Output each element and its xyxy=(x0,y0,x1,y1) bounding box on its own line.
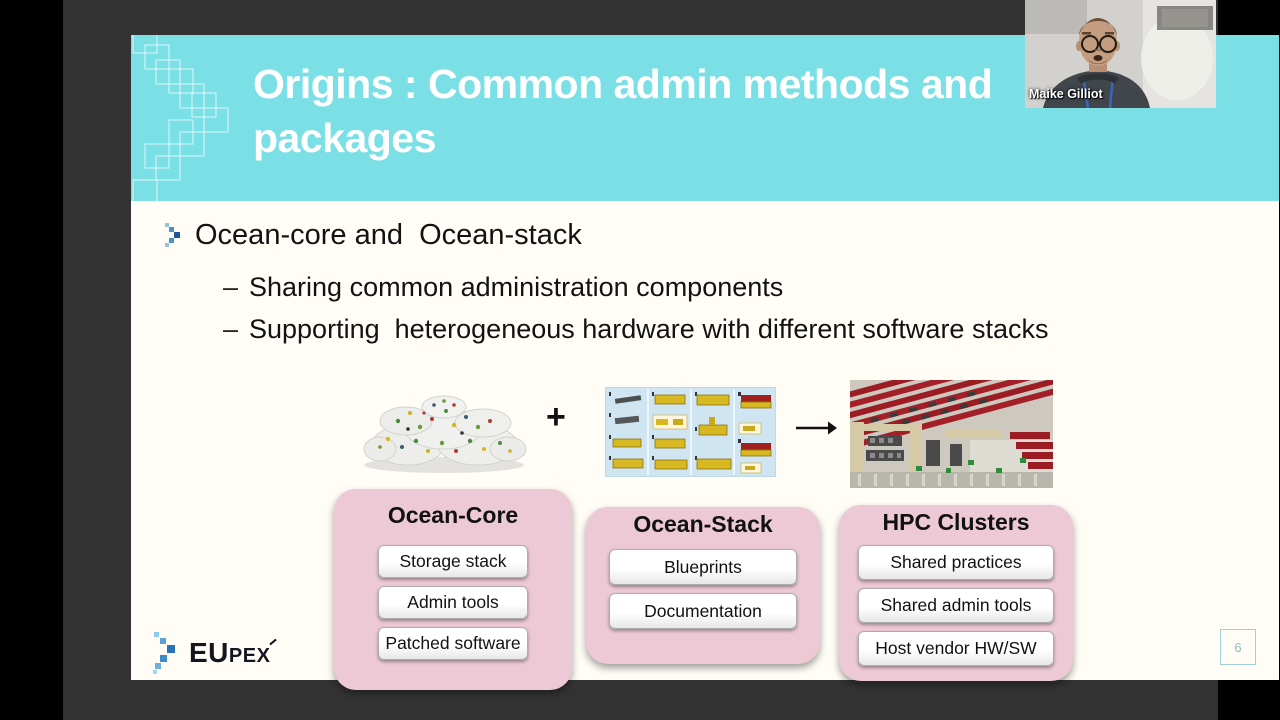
page-number: 6 xyxy=(1234,639,1242,655)
sub-bullet-text: Sharing common administration components xyxy=(249,272,784,302)
diagram-box-ocean-core: Ocean-Core Storage stack Admin tools Pat… xyxy=(334,489,572,690)
staircase-squares-decoration-icon xyxy=(132,35,229,201)
chip-storage-stack: Storage stack xyxy=(378,545,528,578)
participant-name-label: Maike Gilliot xyxy=(1029,87,1103,101)
logo-tick-mark xyxy=(269,638,278,646)
webcam-speaker-video xyxy=(1025,0,1216,108)
screenshare-video-area: Origins : Common admin methods and packa… xyxy=(63,0,1279,720)
chip-patched-software: Patched software xyxy=(378,627,528,660)
box-title: Ocean-Stack xyxy=(633,511,773,537)
bullet-line: Ocean-core and Ocean-stack xyxy=(165,219,582,252)
dash-marker: – xyxy=(223,272,239,302)
chip-blueprints: Blueprints xyxy=(609,549,797,585)
chip-documentation: Documentation xyxy=(609,593,797,629)
box-title: Ocean-Core xyxy=(387,502,519,528)
sub-bullet-text: Supporting heterogeneous hardware with d… xyxy=(249,314,1049,344)
chip-shared-practices: Shared practices xyxy=(858,545,1054,580)
logo-eu-text: EU xyxy=(189,637,229,668)
chip-shared-admin-tools: Shared admin tools xyxy=(858,588,1054,623)
chip-host-vendor-hwsw: Host vendor HW/SW xyxy=(858,631,1054,666)
box-title: HPC Clusters xyxy=(882,509,1030,535)
diagram-box-hpc-clusters: HPC Clusters Shared practices Shared adm… xyxy=(839,505,1073,681)
presentation-slide: Origins : Common admin methods and packa… xyxy=(131,35,1279,690)
lego-hpc-cluster-image xyxy=(850,380,1053,488)
dash-marker: – xyxy=(223,314,239,344)
lego-parts-pile-image xyxy=(363,395,527,473)
bullet-text: Ocean-core and Ocean-stack xyxy=(195,219,582,251)
logo-pex-text: PEX xyxy=(229,638,278,668)
lego-instructions-image xyxy=(605,387,776,477)
sub-bullet: – Sharing common administration componen… xyxy=(223,272,783,303)
eupex-pixel-chevron-icon xyxy=(153,632,175,674)
arrow-operator-icon xyxy=(796,421,837,435)
chip-admin-tools: Admin tools xyxy=(378,586,528,619)
webcam-video-tile: Maike Gilliot xyxy=(1025,0,1216,108)
pixel-chevron-icon xyxy=(165,222,180,247)
diagram-box-ocean-stack: Ocean-Stack Blueprints Documentation xyxy=(586,507,820,664)
sub-bullet: – Supporting heterogeneous hardware with… xyxy=(223,314,1048,345)
slide-title: Origins : Common admin methods and packa… xyxy=(253,61,993,162)
page-number-badge: 6 xyxy=(1220,629,1256,665)
plus-operator: + xyxy=(546,398,566,436)
